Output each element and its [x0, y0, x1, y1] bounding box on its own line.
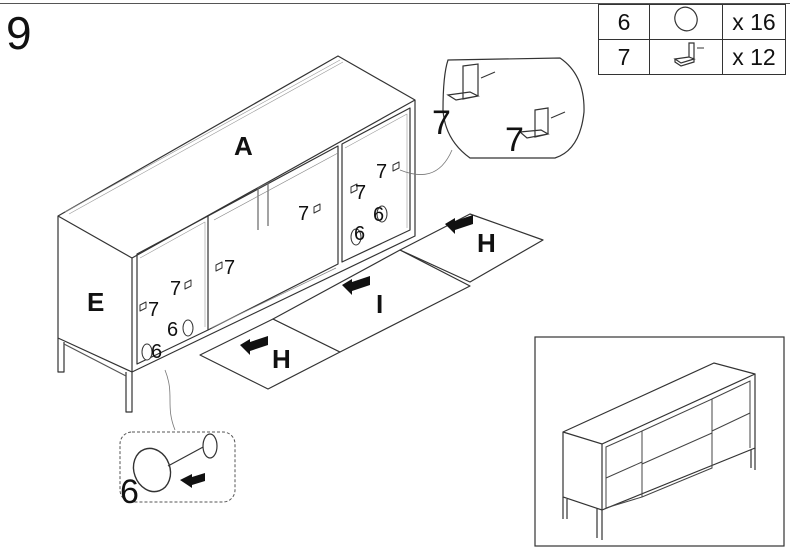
callout-bracket: 7 — [148, 299, 159, 321]
part-number: 6 — [598, 4, 650, 40]
finished-view-inset — [534, 336, 785, 547]
callout-pad: 6 — [354, 223, 365, 245]
panel-h-right — [399, 213, 544, 283]
parts-table: 6 x 16 7 x 12 — [598, 4, 786, 75]
callout-bracket: 7 — [298, 203, 309, 225]
parts-row: 7 x 12 — [598, 39, 786, 75]
callout-bracket: 7 — [170, 278, 181, 300]
callout-pad: 6 — [373, 204, 384, 226]
arrow-icon — [180, 473, 205, 488]
bracket-detail-callout — [442, 57, 585, 159]
step-number: 9 — [6, 7, 32, 59]
panel-i — [272, 249, 471, 353]
callout-bracket: 7 — [355, 182, 366, 204]
callout-bracket: 7 — [224, 257, 235, 279]
leg — [125, 372, 133, 413]
arrow-icon — [342, 276, 370, 295]
parts-row: 6 x 16 — [598, 4, 786, 40]
right-compartment — [341, 107, 411, 263]
middle-compartment — [207, 145, 339, 331]
callout-pad: 6 — [120, 473, 139, 511]
label-panel-h-right: H — [477, 228, 496, 258]
insert-arrows — [180, 215, 473, 488]
header-rule — [0, 3, 790, 4]
arrow-icon — [445, 215, 473, 234]
label-top-panel: A — [234, 131, 253, 161]
pad-detail-callout — [119, 431, 236, 503]
arrow-icon — [240, 336, 268, 355]
label-side-panel: E — [87, 287, 104, 317]
leg — [57, 338, 65, 373]
callout-pad: 6 — [167, 319, 178, 341]
label-panel-h-left: H — [272, 344, 291, 374]
callout-bracket: 7 — [432, 104, 451, 142]
part-quantity: x 12 — [722, 39, 786, 75]
callout-bracket: 7 — [505, 121, 524, 159]
callout-pad: 6 — [151, 341, 162, 363]
label-panel-i: I — [376, 289, 383, 319]
callout-bracket: 7 — [376, 161, 387, 183]
